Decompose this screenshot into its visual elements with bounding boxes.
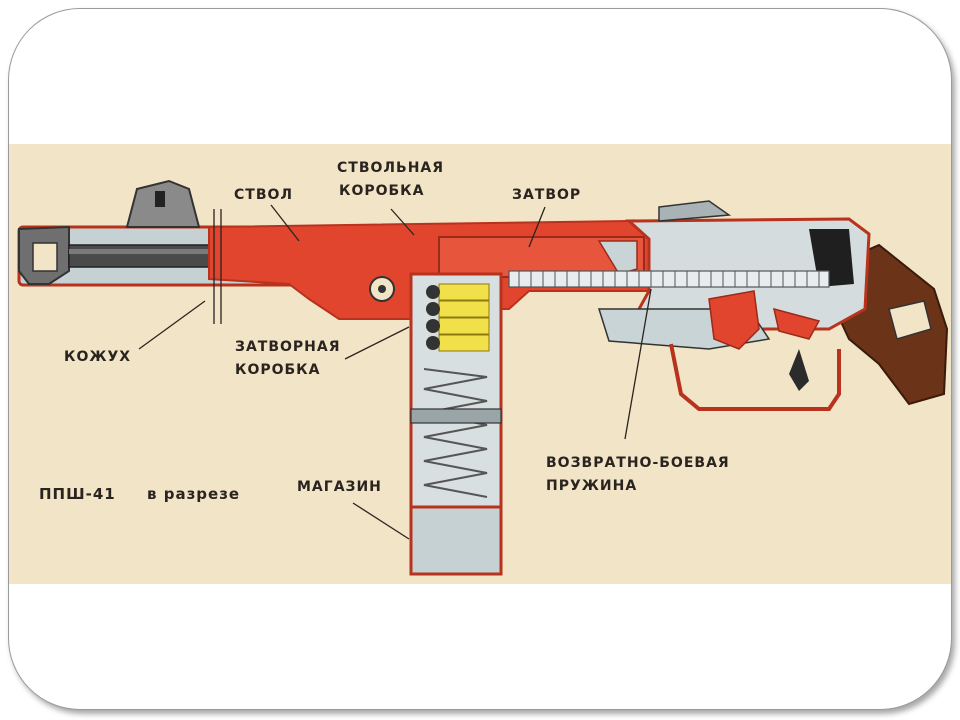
trigger: [789, 349, 809, 391]
recoil-spring: [508, 270, 830, 288]
front-sight-post: [155, 191, 165, 207]
label-stvol: СТВОЛ: [234, 187, 293, 203]
label-zatvornaya-line1: ЗАТВОРНАЯ: [235, 339, 341, 355]
bolt-face: [597, 240, 638, 275]
label-stvolnaya-line2: КОРОБКА: [339, 183, 424, 199]
cartridges: [426, 283, 490, 352]
slide-frame: СТВОЛ СТВОЛЬНАЯ КОРОБКА ЗАТВОР КОЖУХ ЗАТ…: [8, 8, 952, 710]
spring-coils: [518, 271, 820, 287]
sear: [708, 290, 760, 350]
trigger-guard: [669, 343, 841, 411]
rear-sight: [658, 200, 732, 222]
label-magazin: МАГАЗИН: [297, 479, 382, 495]
magazine-latch: [410, 408, 502, 424]
muzzle-window: [32, 242, 58, 272]
magazine-spring: [423, 368, 488, 498]
label-zatvornaya-line2: КОРОБКА: [235, 362, 320, 378]
selector: [772, 307, 821, 340]
label-stvolnaya-line1: СТВОЛЬНАЯ: [337, 160, 444, 176]
stock-band: [888, 300, 932, 340]
caption-rest: в разрезе: [147, 485, 240, 503]
magazine-base: [409, 505, 503, 576]
label-vozvratno-line1: ВОЗВРАТНО-БОЕВАЯ: [546, 455, 730, 471]
leader-lines: [138, 204, 652, 540]
label-zatvor: ЗАТВОР: [512, 187, 581, 203]
label-vozvratno-line2: ПРУЖИНА: [546, 478, 637, 494]
ppsh41-cutaway-diagram: СТВОЛ СТВОЛЬНАЯ КОРОБКА ЗАТВОР КОЖУХ ЗАТ…: [17, 160, 949, 576]
receiver-pin-center: [378, 285, 386, 293]
caption-name: ППШ-41: [39, 485, 116, 503]
label-kozhukh: КОЖУХ: [64, 349, 131, 365]
